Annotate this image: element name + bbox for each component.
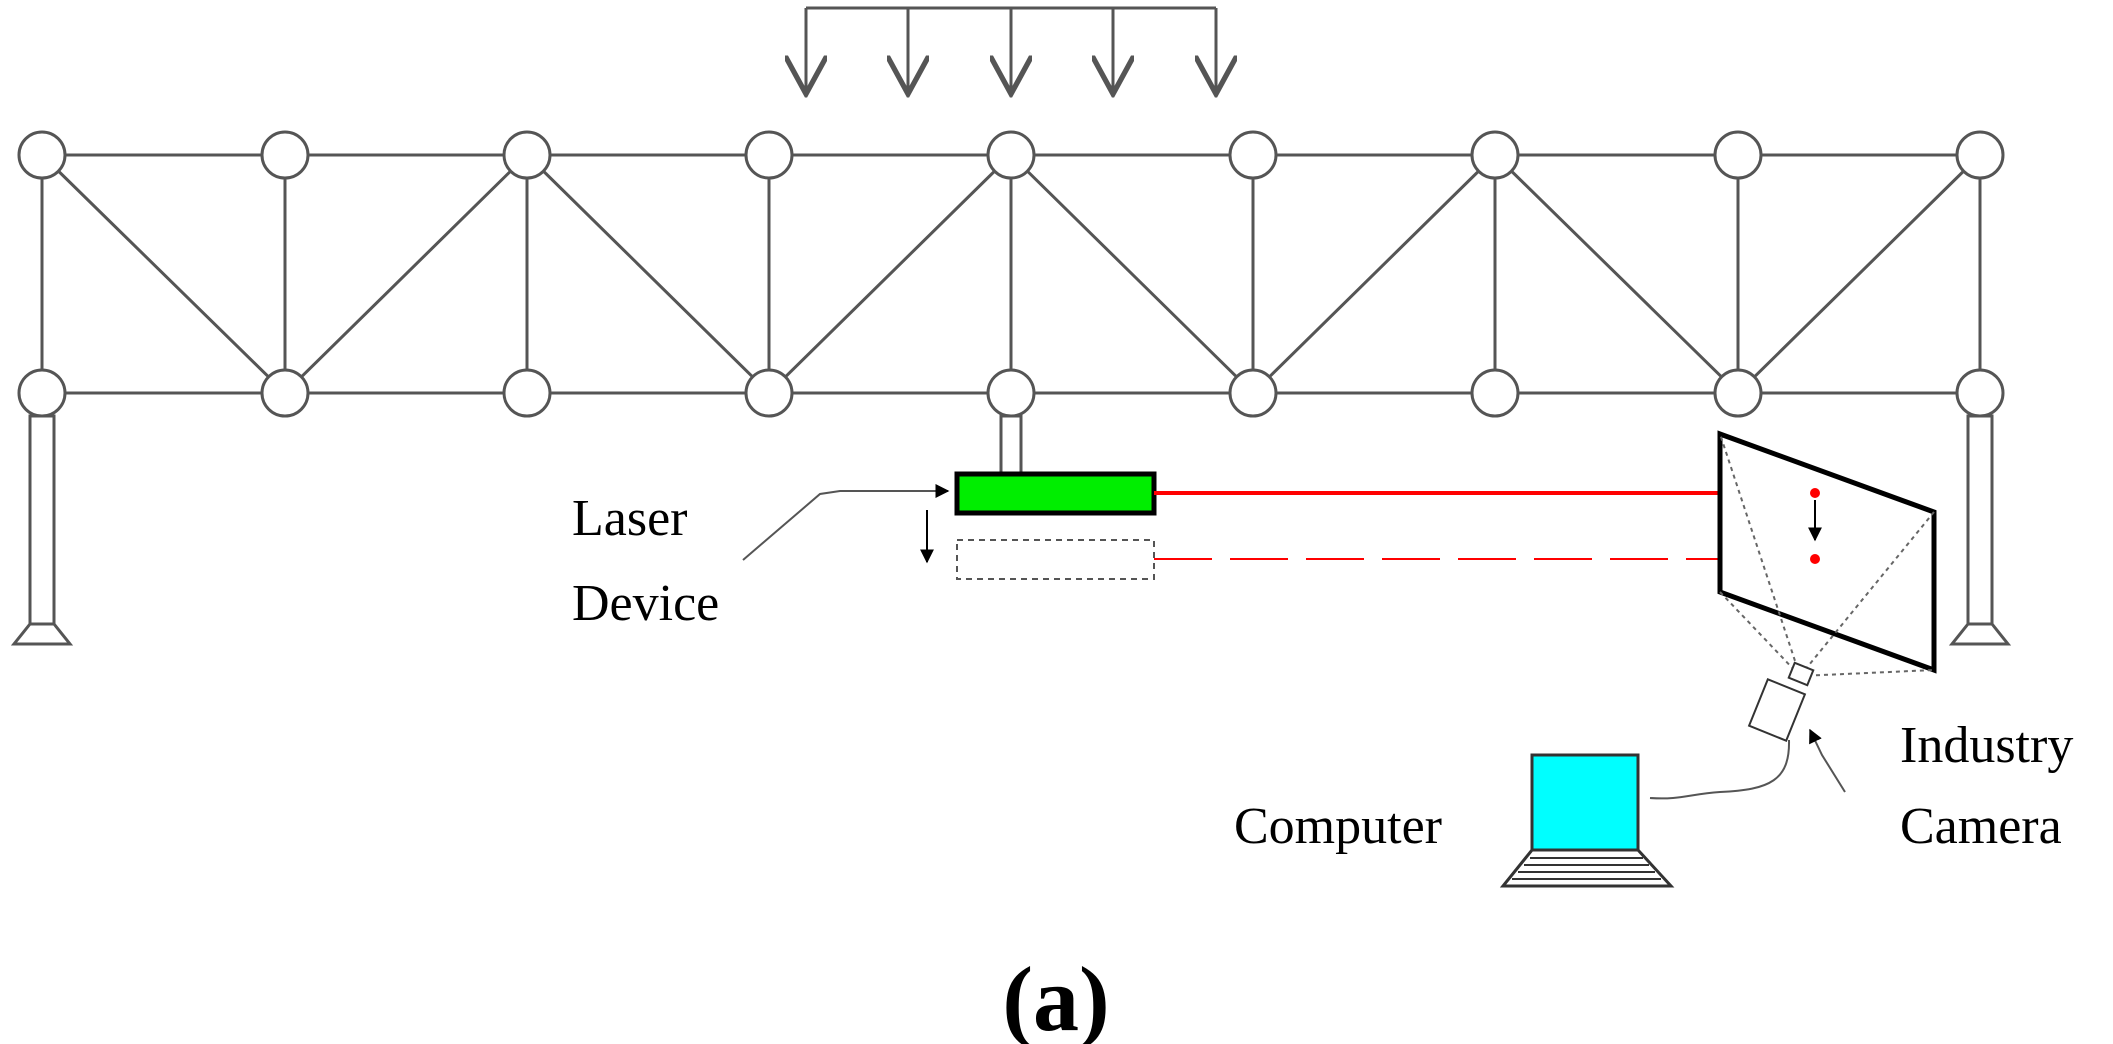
laser-spot [1810, 488, 1820, 498]
laptop-screen [1530, 753, 1640, 852]
truss-diagonal [1251, 153, 1497, 395]
camera-leader-line [1809, 728, 1846, 793]
truss-node [260, 130, 310, 180]
truss-node [986, 368, 1036, 418]
truss-node [1470, 368, 1520, 418]
truss-node [1228, 368, 1278, 418]
computer-label: Computer [1234, 798, 1442, 855]
laptop-keyboard [1499, 848, 1675, 888]
truss-nodes [17, 130, 2005, 418]
camera-cable [1649, 739, 1791, 800]
truss-node [1955, 130, 2005, 180]
left-support [10, 414, 74, 646]
truss-node [744, 130, 794, 180]
truss-node [1955, 368, 2005, 418]
laser-leader-line [742, 484, 950, 561]
truss-diagonal [525, 153, 771, 395]
truss-node [986, 130, 1036, 180]
camera-label: Camera [1900, 798, 2062, 855]
laser-label: Laser [572, 490, 687, 547]
truss-node [1713, 130, 1763, 180]
right-support [1948, 414, 2012, 646]
truss-node [502, 368, 552, 418]
truss-diagonal [283, 153, 529, 395]
truss-node [502, 130, 552, 180]
camera-icon [1747, 661, 1815, 742]
panel-label: (a) [1002, 948, 1109, 1044]
truss-diagonal [1736, 153, 1982, 395]
truss [40, 153, 1982, 395]
target-screen [1717, 430, 1937, 674]
distributed-load [806, 6, 1216, 94]
truss-diagonal [1009, 153, 1255, 395]
truss-diagonal [1493, 153, 1740, 395]
truss-node [1228, 130, 1278, 180]
laser-spot-displaced [1810, 554, 1820, 564]
truss-diagonal [40, 153, 287, 395]
truss-node [260, 368, 310, 418]
device-label: Device [572, 575, 719, 632]
truss-diagonal [767, 153, 1013, 395]
truss-node [1470, 130, 1520, 180]
laser-device-displaced [956, 539, 1155, 580]
laser-mount [999, 414, 1023, 476]
laptop-icon [1499, 753, 1675, 888]
laser-device-icon [954, 471, 1157, 516]
truss-node [17, 130, 67, 180]
truss-node [1713, 368, 1763, 418]
truss-node [744, 368, 794, 418]
truss-node [17, 368, 67, 418]
industry-label: Industry [1900, 717, 2073, 774]
camera-field-of-view [1719, 433, 1935, 677]
